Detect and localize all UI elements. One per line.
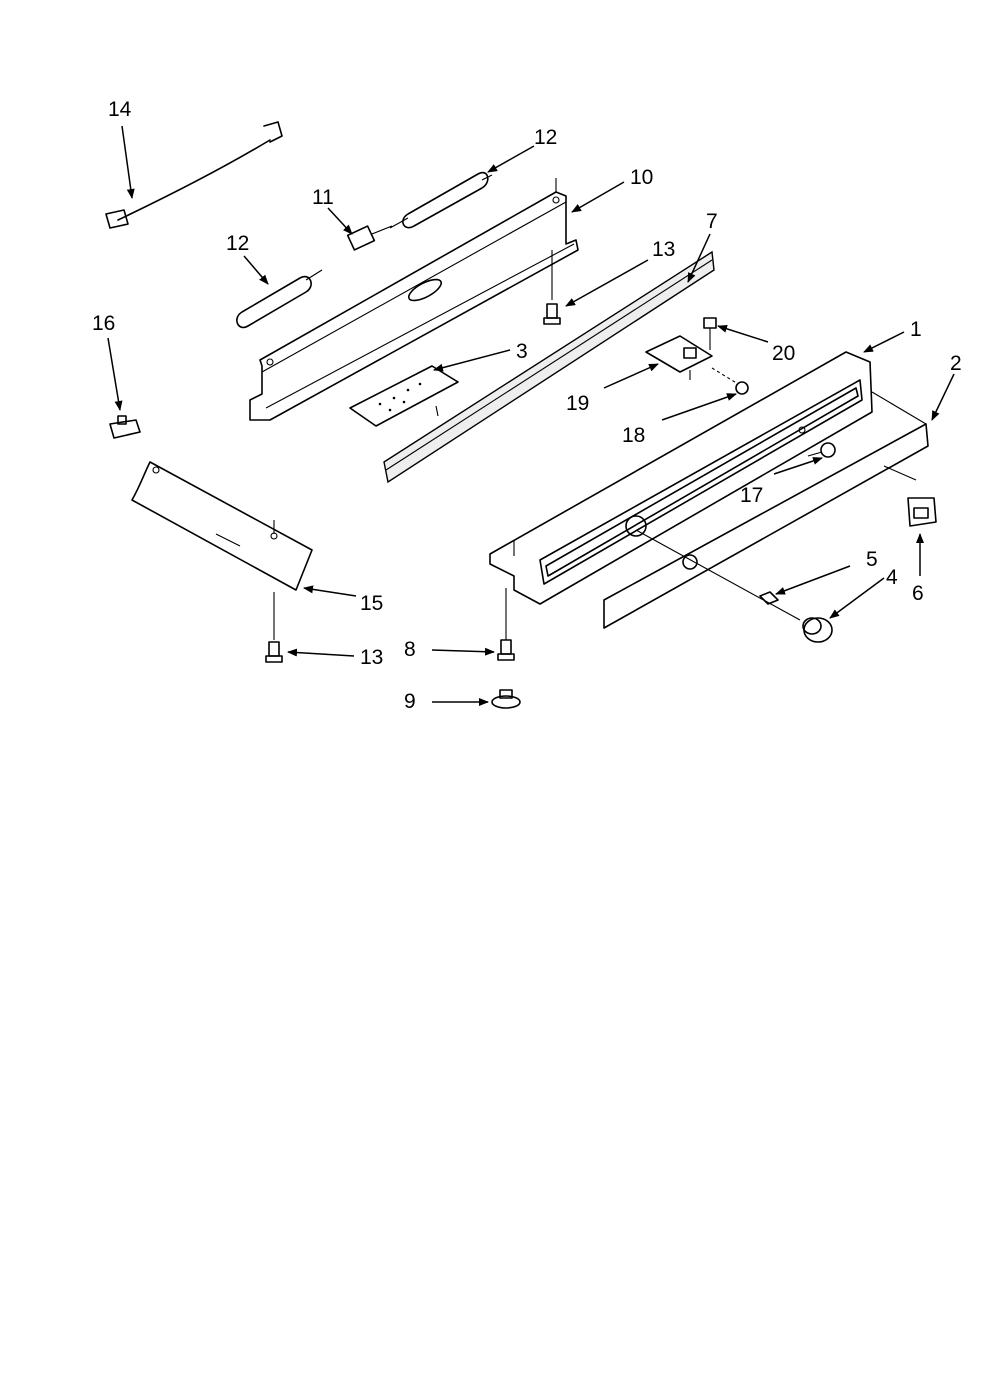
connector-small-part — [109, 415, 141, 439]
lamp-part — [807, 442, 836, 458]
terminal-plate-part — [349, 365, 459, 427]
screw-lower-left-part — [265, 592, 283, 663]
callout-14: 14 — [108, 98, 132, 121]
callout-4: 4 — [886, 566, 898, 589]
callout-10: 10 — [630, 166, 653, 189]
screw-board-part — [703, 317, 717, 350]
heating-element-lower-part — [236, 269, 323, 329]
callout-labels: 14 12 11 10 12 13 7 16 3 1 2 20 19 18 17… — [92, 98, 962, 713]
heating-element-upper-part — [389, 171, 493, 229]
callout-7: 7 — [706, 210, 718, 233]
screw-bottom-part — [497, 588, 515, 661]
clip-plate-part — [759, 591, 779, 605]
callout-13-lower: 13 — [360, 646, 383, 669]
callout-1: 1 — [910, 318, 922, 341]
callout-12-lower: 12 — [226, 232, 249, 255]
callout-15: 15 — [360, 592, 383, 615]
callout-20: 20 — [772, 342, 795, 365]
leader-arrows — [107, 125, 955, 706]
callout-5: 5 — [866, 548, 878, 571]
callout-17: 17 — [740, 484, 763, 507]
callout-2: 2 — [950, 352, 962, 375]
gasket-strip-part — [383, 250, 715, 484]
callout-19: 19 — [566, 392, 589, 415]
callout-11: 11 — [312, 186, 334, 209]
wire-harness-part — [105, 121, 283, 229]
switch-part — [907, 497, 937, 527]
callout-9: 9 — [404, 690, 416, 713]
screw-upper-part — [543, 250, 561, 325]
callout-8: 8 — [404, 638, 416, 661]
front-panel-part — [603, 391, 929, 629]
bracket-part — [249, 178, 579, 421]
nut-part — [491, 689, 521, 709]
knob-part — [635, 529, 833, 643]
trim-part — [131, 461, 313, 591]
control-board-part — [645, 335, 713, 380]
knob-shaft-part — [711, 367, 749, 395]
callout-16: 16 — [92, 312, 115, 335]
clip-part — [346, 225, 393, 251]
callout-13-upper: 13 — [652, 238, 675, 261]
callout-3: 3 — [516, 340, 528, 363]
callout-12-upper: 12 — [534, 126, 557, 149]
callout-18: 18 — [622, 424, 645, 447]
callout-6: 6 — [912, 582, 924, 605]
main-housing-part — [489, 351, 873, 605]
